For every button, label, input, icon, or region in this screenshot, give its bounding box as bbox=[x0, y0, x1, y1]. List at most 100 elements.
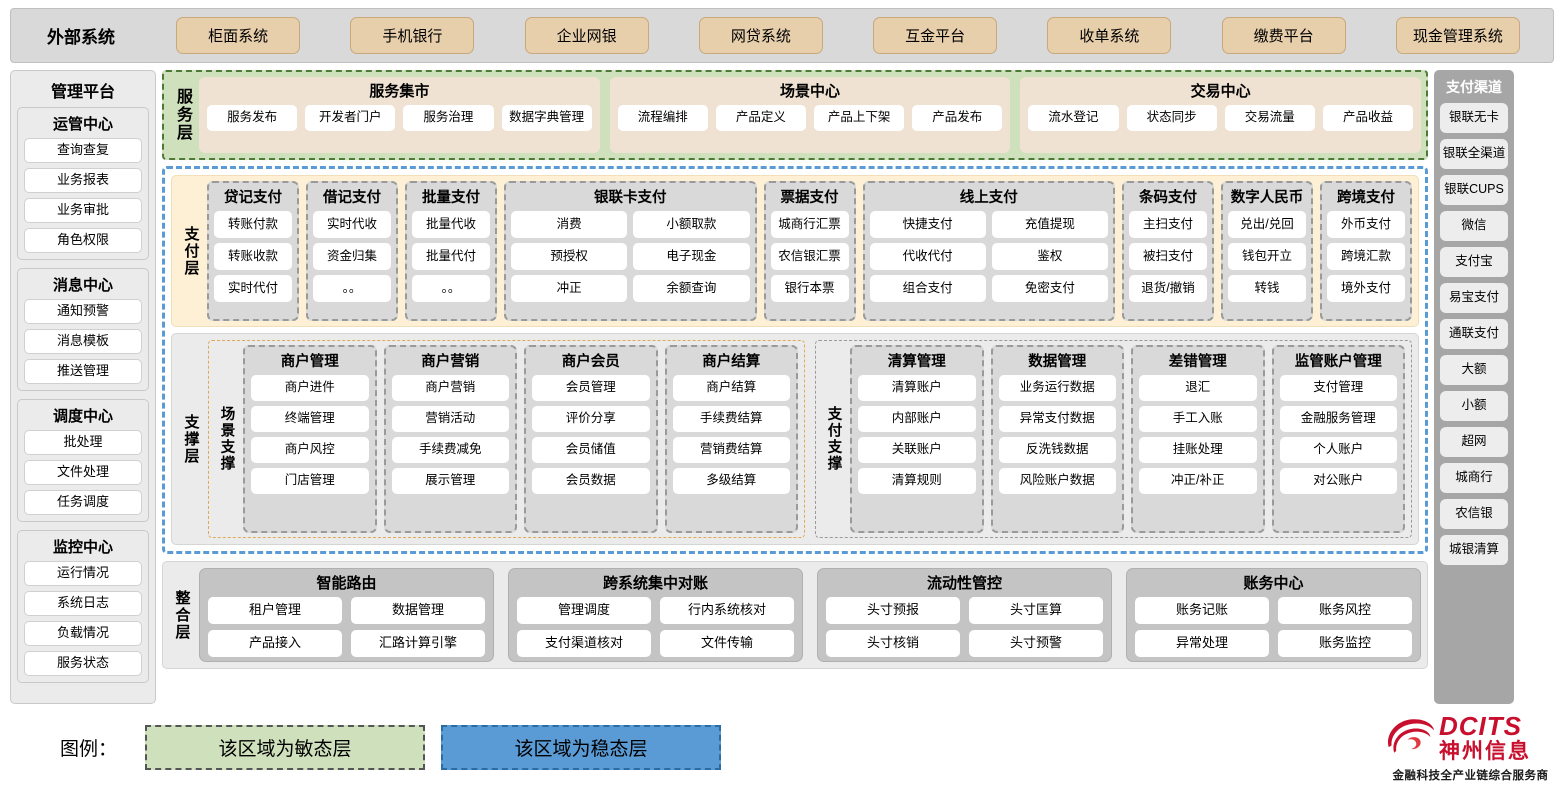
pay-item[interactable]: 代收代付 bbox=[869, 243, 986, 270]
external-system-item[interactable]: 互金平台 bbox=[873, 17, 998, 54]
payment-channel-item[interactable]: 支付宝 bbox=[1440, 247, 1508, 277]
pay-item[interactable]: 农信银汇票 bbox=[770, 243, 849, 270]
service-item[interactable]: 流程编排 bbox=[617, 105, 708, 131]
integration-item[interactable]: 异常处理 bbox=[1135, 630, 1269, 657]
management-item[interactable]: 文件处理 bbox=[24, 460, 142, 485]
integration-item[interactable]: 管理调度 bbox=[517, 597, 651, 624]
payment-channel-item[interactable]: 微信 bbox=[1440, 211, 1508, 241]
integration-item[interactable]: 汇路计算引擎 bbox=[351, 630, 485, 657]
external-system-item[interactable]: 手机银行 bbox=[350, 17, 475, 54]
pay-item[interactable]: 实时代付 bbox=[214, 275, 292, 302]
external-system-item[interactable]: 柜面系统 bbox=[176, 17, 301, 54]
pay-item[interactable]: 冲正 bbox=[511, 275, 628, 302]
payment-channel-item[interactable]: 易宝支付 bbox=[1440, 283, 1508, 313]
integration-item[interactable]: 支付渠道核对 bbox=[517, 630, 651, 657]
pay-item[interactable]: 快捷支付 bbox=[869, 211, 986, 238]
support-item[interactable]: 商户风控 bbox=[251, 437, 369, 463]
integration-item[interactable]: 账务监控 bbox=[1278, 630, 1412, 657]
support-item[interactable]: 展示管理 bbox=[391, 468, 509, 494]
pay-item[interactable]: 预授权 bbox=[511, 243, 628, 270]
pay-item[interactable]: 被扫支付 bbox=[1129, 243, 1207, 270]
service-item[interactable]: 服务治理 bbox=[403, 105, 494, 131]
integration-item[interactable]: 账务风控 bbox=[1278, 597, 1412, 624]
pay-item[interactable]: 钱包开立 bbox=[1228, 243, 1306, 270]
payment-channel-item[interactable]: 大额 bbox=[1440, 355, 1508, 385]
pay-item[interactable]: 境外支付 bbox=[1327, 275, 1405, 302]
pay-item[interactable]: 组合支付 bbox=[869, 275, 986, 302]
support-item[interactable]: 金融服务管理 bbox=[1279, 406, 1397, 432]
integration-item[interactable]: 头寸预报 bbox=[826, 597, 960, 624]
pay-item[interactable]: 主扫支付 bbox=[1129, 211, 1207, 238]
management-item[interactable]: 消息模板 bbox=[24, 329, 142, 354]
integration-item[interactable]: 头寸核销 bbox=[826, 630, 960, 657]
external-system-item[interactable]: 企业网银 bbox=[524, 17, 649, 54]
pay-item[interactable]: 实时代收 bbox=[313, 211, 391, 238]
service-item[interactable]: 产品收益 bbox=[1322, 105, 1414, 131]
pay-item[interactable]: 批量代付 bbox=[412, 243, 490, 270]
payment-channel-item[interactable]: 银联无卡 bbox=[1440, 103, 1508, 133]
support-item[interactable]: 评价分享 bbox=[532, 406, 650, 432]
support-item[interactable]: 商户结算 bbox=[672, 375, 790, 401]
service-item[interactable]: 开发者门户 bbox=[305, 105, 396, 131]
pay-item[interactable]: 电子现金 bbox=[633, 243, 750, 270]
payment-channel-item[interactable]: 城银清算 bbox=[1440, 535, 1508, 565]
support-item[interactable]: 对公账户 bbox=[1279, 468, 1397, 494]
support-item[interactable]: 挂账处理 bbox=[1139, 437, 1257, 463]
pay-item[interactable]: 银行本票 bbox=[770, 275, 849, 302]
support-item[interactable]: 多级结算 bbox=[672, 468, 790, 494]
support-item[interactable]: 终端管理 bbox=[251, 406, 369, 432]
pay-item[interactable]: 跨境汇款 bbox=[1327, 243, 1405, 270]
management-item[interactable]: 任务调度 bbox=[24, 490, 142, 515]
pay-item[interactable]: 外币支付 bbox=[1327, 211, 1405, 238]
support-item[interactable]: 冲正/补正 bbox=[1139, 468, 1257, 494]
management-item[interactable]: 负载情况 bbox=[24, 621, 142, 646]
support-item[interactable]: 支付管理 bbox=[1279, 375, 1397, 401]
pay-item[interactable]: 。。 bbox=[313, 275, 391, 302]
integration-item[interactable]: 行内系统核对 bbox=[660, 597, 794, 624]
support-item[interactable]: 关联账户 bbox=[858, 437, 976, 463]
support-item[interactable]: 手工入账 bbox=[1139, 406, 1257, 432]
pay-item[interactable]: 转账付款 bbox=[214, 211, 292, 238]
service-item[interactable]: 服务发布 bbox=[207, 105, 298, 131]
management-item[interactable]: 推送管理 bbox=[24, 359, 142, 384]
pay-item[interactable]: 消费 bbox=[511, 211, 628, 238]
support-item[interactable]: 清算规则 bbox=[858, 468, 976, 494]
pay-item[interactable]: 兑出/兑回 bbox=[1228, 211, 1306, 238]
support-item[interactable]: 商户进件 bbox=[251, 375, 369, 401]
pay-item[interactable]: 充值提现 bbox=[991, 211, 1108, 238]
service-item[interactable]: 产品发布 bbox=[912, 105, 1003, 131]
pay-item[interactable]: 鉴权 bbox=[991, 243, 1108, 270]
service-item[interactable]: 交易流量 bbox=[1224, 105, 1315, 131]
support-item[interactable]: 业务运行数据 bbox=[998, 375, 1116, 401]
pay-item[interactable]: 退货/撤销 bbox=[1129, 275, 1207, 302]
management-item[interactable]: 批处理 bbox=[24, 430, 142, 455]
support-item[interactable]: 异常支付数据 bbox=[998, 406, 1116, 432]
management-item[interactable]: 运行情况 bbox=[24, 561, 142, 586]
support-item[interactable]: 门店管理 bbox=[251, 468, 369, 494]
service-item[interactable]: 数据字典管理 bbox=[501, 105, 592, 131]
support-item[interactable]: 退汇 bbox=[1139, 375, 1257, 401]
support-item[interactable]: 清算账户 bbox=[858, 375, 976, 401]
support-item[interactable]: 会员管理 bbox=[532, 375, 650, 401]
support-item[interactable]: 手续费减免 bbox=[391, 437, 509, 463]
integration-item[interactable]: 头寸预警 bbox=[969, 630, 1103, 657]
pay-item[interactable]: 转钱 bbox=[1228, 275, 1306, 302]
payment-channel-item[interactable]: 农信银 bbox=[1440, 499, 1508, 529]
integration-item[interactable]: 文件传输 bbox=[660, 630, 794, 657]
integration-item[interactable]: 租户管理 bbox=[208, 597, 342, 624]
service-item[interactable]: 产品定义 bbox=[715, 105, 807, 131]
payment-channel-item[interactable]: 城商行 bbox=[1440, 463, 1508, 493]
support-item[interactable]: 商户营销 bbox=[391, 375, 509, 401]
payment-channel-item[interactable]: 通联支付 bbox=[1440, 319, 1508, 349]
support-item[interactable]: 内部账户 bbox=[858, 406, 976, 432]
management-item[interactable]: 通知预警 bbox=[24, 299, 142, 324]
payment-channel-item[interactable]: 银联全渠道 bbox=[1440, 139, 1508, 169]
pay-item[interactable]: 余额查询 bbox=[633, 275, 750, 302]
support-item[interactable]: 风险账户数据 bbox=[998, 468, 1116, 494]
pay-item[interactable]: 资金归集 bbox=[313, 243, 391, 270]
management-item[interactable]: 系统日志 bbox=[24, 591, 142, 616]
support-item[interactable]: 个人账户 bbox=[1279, 437, 1397, 463]
pay-item[interactable]: 转账收款 bbox=[214, 243, 292, 270]
pay-item[interactable]: 城商行汇票 bbox=[770, 211, 849, 238]
pay-item[interactable]: 免密支付 bbox=[991, 275, 1108, 302]
